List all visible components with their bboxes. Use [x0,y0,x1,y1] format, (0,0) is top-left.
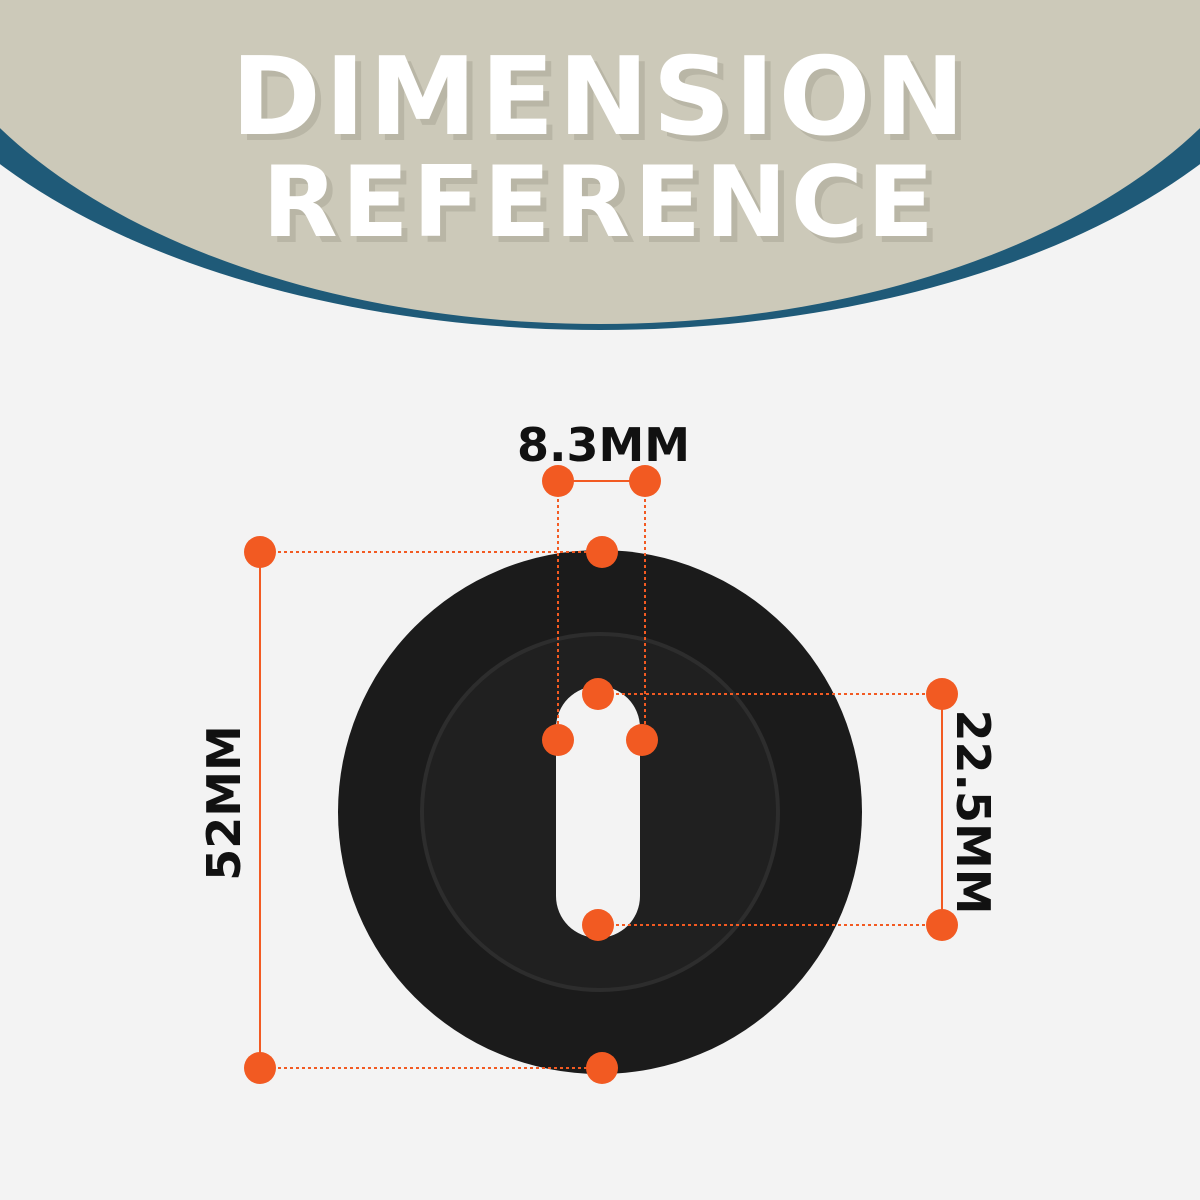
marker-dot [582,909,614,941]
keyhole-height-label: 22.5MM [946,709,1000,915]
marker-dot [542,465,574,497]
title-line-1: DIMENSION [231,35,969,160]
marker-dot [626,724,658,756]
title-line-2: REFERENCE [262,146,938,260]
keyhole-slot [556,686,640,938]
marker-dot [926,678,958,710]
marker-dot [629,465,661,497]
marker-dot [586,536,618,568]
marker-dot [926,909,958,941]
marker-dot [244,536,276,568]
marker-dots [244,465,958,1084]
marker-dot [542,724,574,756]
marker-dot [582,678,614,710]
marker-dot [586,1052,618,1084]
marker-dot [244,1052,276,1084]
header-arc [0,0,1200,324]
keyhole-width-label: 8.3MM [517,418,691,472]
outer-diameter-label: 52MM [197,725,251,881]
